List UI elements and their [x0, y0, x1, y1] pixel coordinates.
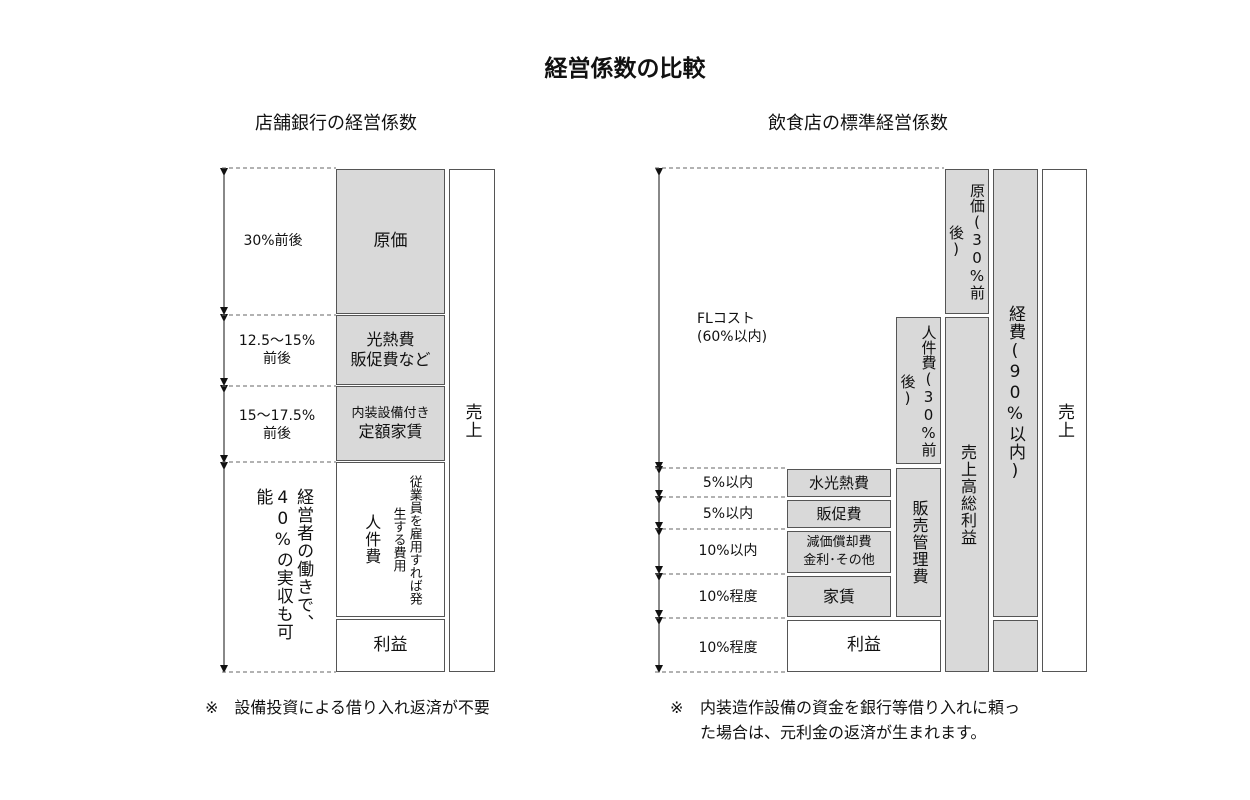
right-box-expenses-remainder: [993, 620, 1038, 672]
left-box-utilities: 光熱費 販促費など: [336, 315, 445, 385]
left-box-cost-label: 原価: [373, 230, 408, 251]
right-pct-row-3: 10%以内: [698, 543, 758, 559]
right-box-sga: 販売管理費: [896, 468, 941, 617]
left-pct-rent-line2: 前後: [263, 426, 291, 443]
left-box-profit-label: 利益: [373, 634, 408, 655]
left-box-labor-note: 従業員を雇用すれば発生する費用: [390, 474, 422, 605]
right-pct-row-5: 10%程度: [698, 640, 758, 656]
left-box-rent: 内装設備付き 定額家賃: [336, 386, 445, 461]
page-title: 経営係数の比較: [544, 56, 706, 82]
right-box-utilities-label: 水光熱費: [808, 473, 869, 492]
left-box-rent-line2: 定額家賃: [358, 422, 423, 442]
right-box-labor: 人件費(30%前後): [896, 317, 941, 464]
right-footnote-line1-text: 内装造作設備の資金を銀行等借り入れに頼っ: [700, 698, 1021, 717]
left-box-labor-main: 人件費: [362, 514, 382, 565]
right-box-rent: 家賃: [787, 576, 891, 617]
left-box-sales: 売上: [449, 169, 495, 672]
left-footnote: ※ 設備投資による借り入れ返済が不要: [205, 698, 490, 717]
right-fl-cost-line2: (60%以内): [697, 329, 768, 346]
right-footnote-mark: ※: [670, 698, 684, 717]
right-box-sga-label: 販売管理費: [909, 500, 929, 585]
right-box-rent-label: 家賃: [822, 586, 855, 606]
left-heading: 店舗銀行の経営係数: [255, 113, 417, 134]
right-box-cost-label: 原価(30%前後): [947, 183, 986, 300]
right-box-labor-label: 人件費(30%前後): [898, 324, 938, 457]
right-pct-row-1: 5%以内: [702, 475, 754, 491]
right-box-promotion-label: 販促費: [816, 504, 862, 523]
right-box-sales: 売上: [1042, 169, 1087, 672]
right-box-expenses: 経費(90%以内): [993, 169, 1038, 617]
left-box-sales-label: 売上: [461, 402, 482, 439]
left-pct-utilities-line2: 前後: [263, 351, 291, 368]
left-pct-cost: 30%前後: [243, 233, 303, 249]
left-pct-rent-line1: 15〜17.5%: [238, 408, 316, 424]
left-box-utilities-line2: 販促費など: [350, 350, 431, 369]
left-box-cost: 原価: [336, 169, 445, 314]
right-heading: 飲食店の標準経営係数: [768, 113, 948, 134]
left-pct-utilities: 12.5〜15% 前後: [232, 332, 322, 368]
right-footnote-line1: ※ 内装造作設備の資金を銀行等借り入れに頼っ: [670, 696, 1020, 721]
right-box-promotion: 販促費: [787, 500, 891, 528]
left-owner-income-note: 経営者の働きで、40%の実収も可能: [252, 488, 314, 641]
right-box-depreciation-line2: 金利･その他: [803, 553, 875, 568]
right-box-profit: 利益: [787, 620, 941, 672]
left-box-utilities-line1: 光熱費: [366, 330, 415, 349]
left-box-utilities-label: 光熱費 販促費など: [350, 330, 430, 370]
left-box-profit: 利益: [336, 619, 445, 672]
right-fl-cost: FLコスト (60%以内): [697, 310, 767, 346]
right-box-expenses-label: 経費(90%以内): [1005, 304, 1025, 482]
right-box-depreciation-label: 減価償却費 金利･その他: [803, 534, 875, 570]
right-box-gross-profit: 売上高総利益: [945, 317, 989, 672]
right-pct-row-2: 5%以内: [702, 506, 754, 522]
left-box-rent-label: 内装設備付き 定額家賃: [351, 405, 429, 443]
left-box-labor: 人件費 従業員を雇用すれば発生する費用: [336, 462, 445, 617]
right-box-gross-profit-label: 売上高総利益: [958, 443, 977, 546]
right-footnote: ※ 内装造作設備の資金を銀行等借り入れに頼っ た場合は、元利金の返済が生まれます。: [670, 696, 1020, 746]
right-box-depreciation: 減価償却費 金利･その他: [787, 531, 891, 573]
right-box-profit-label: 利益: [847, 635, 881, 656]
right-footnote-line2: た場合は、元利金の返済が生まれます。: [700, 722, 987, 742]
left-pct-utilities-line1: 12.5〜15%: [238, 333, 316, 349]
right-box-depreciation-line1: 減価償却費: [806, 534, 872, 550]
right-pct-row-4: 10%程度: [698, 589, 758, 605]
right-box-utilities: 水光熱費: [787, 469, 891, 497]
left-box-rent-line1: 内装設備付き: [351, 405, 430, 421]
left-pct-rent: 15〜17.5% 前後: [232, 407, 322, 443]
right-box-cost: 原価(30%前後): [945, 169, 989, 314]
right-fl-cost-line1: FLコスト: [697, 311, 755, 327]
right-box-sales-label: 売上: [1054, 402, 1074, 439]
